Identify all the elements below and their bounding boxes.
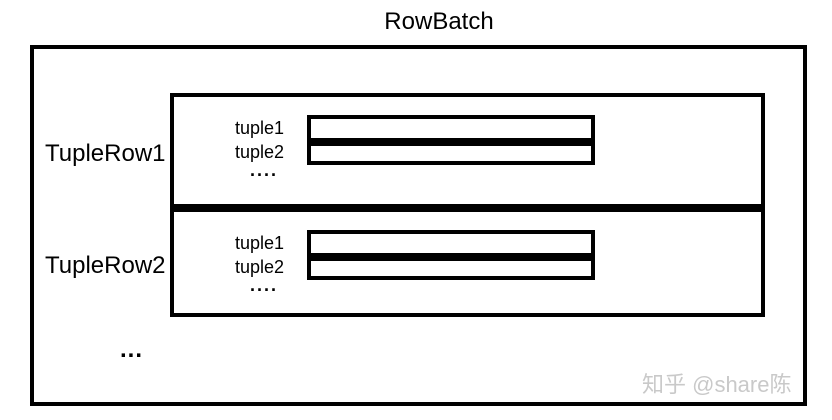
tuple1-slot <box>307 230 595 257</box>
tuplerow2-label: TupleRow2 <box>45 252 166 279</box>
more-tuples-ellipsis: .... <box>250 275 279 295</box>
diagram-title: RowBatch <box>384 8 494 35</box>
tuple2-slot <box>307 142 595 165</box>
tuple2-slot <box>307 257 595 280</box>
tuple1-label: tuple1 <box>234 233 284 253</box>
more-tuples-ellipsis: .... <box>250 160 279 180</box>
watermark: 知乎 @share陈 <box>642 372 792 397</box>
tuplerow2-box: tuple1 tuple2 .... <box>170 208 765 317</box>
more-rows-ellipsis: ... <box>120 336 144 363</box>
rowbatch-box: TupleRow1 TupleRow2 tuple1 tuple2 .... t… <box>30 45 807 406</box>
tuplerow1-box: tuple1 tuple2 .... <box>170 93 765 208</box>
tuple1-slot <box>307 115 595 142</box>
tuple2-label: tuple2 <box>234 257 284 277</box>
tuple2-label: tuple2 <box>234 142 284 162</box>
tuple1-label: tuple1 <box>234 118 284 138</box>
tuplerow1-label: TupleRow1 <box>45 140 166 167</box>
